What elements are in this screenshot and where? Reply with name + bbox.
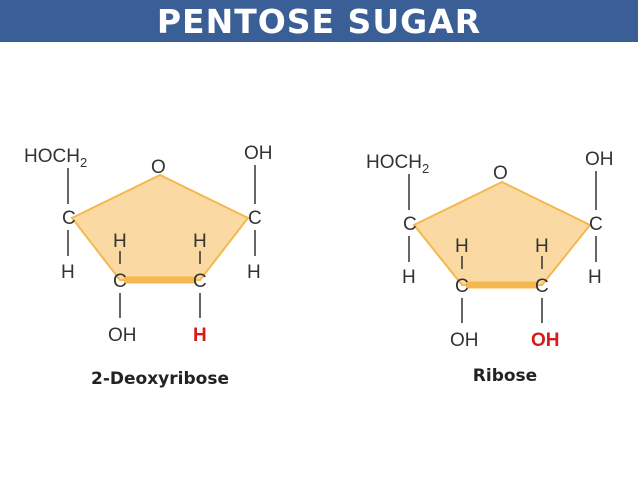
ribose-name: Ribose xyxy=(473,366,537,386)
deoxyribose-c1: C xyxy=(248,208,262,229)
deoxyribose-c2: C xyxy=(193,271,207,292)
deoxyribose-c1-h: H xyxy=(247,262,261,283)
deoxyribose-c2-h-highlight: H xyxy=(193,325,207,346)
ribose-c1-oh: OH xyxy=(585,149,614,170)
ribose-c4-h: H xyxy=(402,267,416,288)
deoxyribose-c3-h: H xyxy=(113,231,127,252)
ribose-c3: C xyxy=(455,276,469,297)
deoxyribose-c4: C xyxy=(62,208,76,229)
ribose-c1: C xyxy=(589,214,603,235)
ribose-c3-h: H xyxy=(455,236,469,257)
title-bar: PENTOSE SUGAR xyxy=(0,0,638,42)
deoxyribose-c1-oh: OH xyxy=(244,143,273,164)
deoxyribose-c4-h: H xyxy=(61,262,75,283)
page-title: PENTOSE SUGAR xyxy=(156,1,482,41)
ribose-c2-h: H xyxy=(535,236,549,257)
ribose-ring-oxygen: O xyxy=(493,163,508,184)
deoxyribose-c3: C xyxy=(113,271,127,292)
ribose-hoch2-label: HOCH2 xyxy=(366,152,429,176)
ribose-ring xyxy=(412,180,592,286)
ribose-structure: HOCH2 O C H OH C H H C OH H C OH Ribose xyxy=(366,149,614,386)
ribose-c1-h: H xyxy=(588,267,602,288)
deoxyribose-name: 2-Deoxyribose xyxy=(91,369,229,389)
deoxyribose-c2-h: H xyxy=(193,231,207,252)
ribose-c3-oh: OH xyxy=(450,330,479,351)
ribose-c4: C xyxy=(403,214,417,235)
pentose-diagram: HOCH2 O C H OH C H H C OH H C H 2-Deoxyr… xyxy=(24,143,614,389)
deoxyribose-hoch2-label: HOCH2 xyxy=(24,146,87,170)
deoxyribose-ring xyxy=(70,173,250,281)
deoxyribose-structure: HOCH2 O C H OH C H H C OH H C H 2-Deoxyr… xyxy=(24,143,273,389)
deoxyribose-ring-oxygen: O xyxy=(151,157,166,178)
ribose-c2-oh-highlight: OH xyxy=(531,330,560,351)
deoxyribose-c3-oh: OH xyxy=(108,325,137,346)
ribose-c2: C xyxy=(535,276,549,297)
